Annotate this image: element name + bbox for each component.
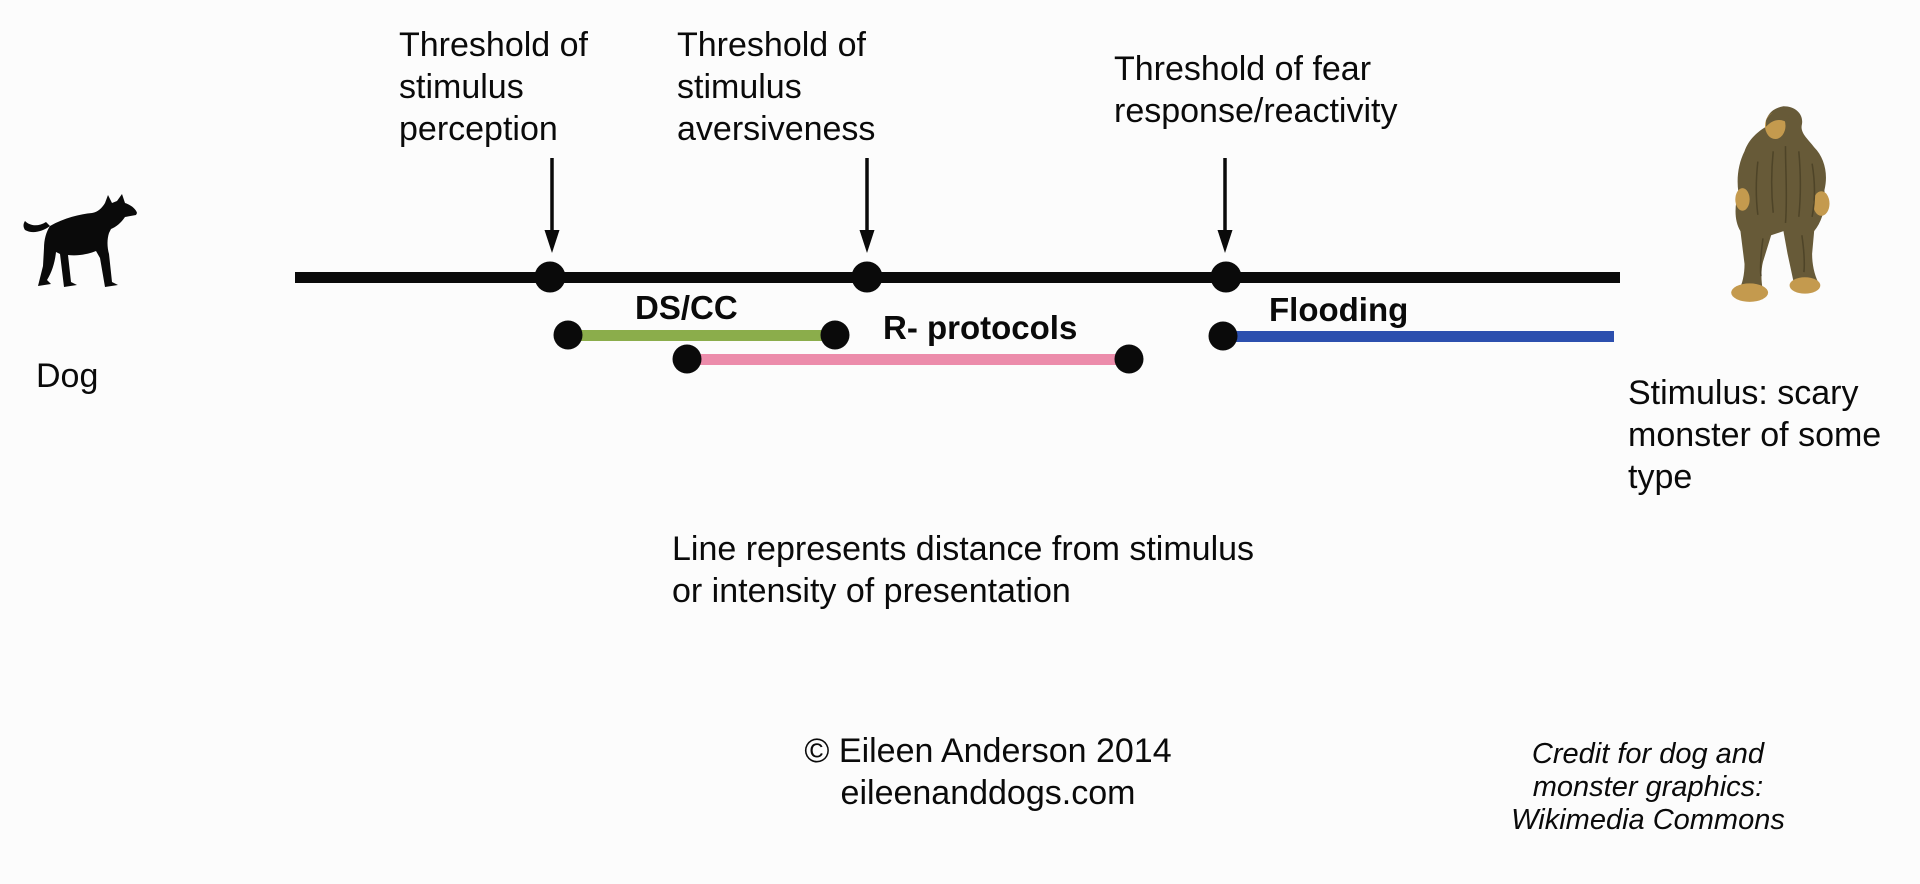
threshold-dot-fear-response: [1210, 261, 1242, 293]
dog-icon: [23, 194, 137, 287]
threshold-label-aversiveness: Threshold of stimulus aversiveness: [677, 24, 875, 150]
flooding-segment: [1223, 331, 1614, 342]
distance-line: [295, 272, 1620, 283]
rprotocols-segment: [687, 354, 1129, 365]
threshold-label-line: stimulus: [677, 68, 802, 106]
stimulus-label-line: monster of some: [1628, 416, 1882, 454]
rprotocols-start-dot: [672, 344, 702, 374]
rprotocols-label: R- protocols: [883, 309, 1078, 346]
threshold-label-line: Threshold of: [399, 26, 588, 64]
threshold-label-line: Threshold of fear: [1114, 50, 1372, 88]
down-arrow-icon: [859, 158, 875, 253]
dscc-start-dot: [553, 320, 583, 350]
copyright: © Eileen Anderson 2014 eileenanddogs.com: [788, 730, 1188, 814]
threshold-label-line: stimulus: [399, 68, 524, 106]
copyright-line: eileenanddogs.com: [840, 774, 1136, 812]
threshold-label-line: response/reactivity: [1114, 92, 1398, 130]
distance-caption-line: or intensity of presentation: [672, 572, 1071, 610]
graphics-credit-line: Wikimedia Commons: [1511, 804, 1785, 836]
graphics-credit-line: Credit for dog and: [1531, 738, 1765, 770]
dog-label: Dog: [36, 357, 99, 395]
threshold-label-line: perception: [399, 110, 558, 148]
dscc-end-dot: [820, 320, 850, 350]
distance-caption: Line represents distance from stimulus o…: [672, 528, 1254, 612]
stimulus-label-line: Stimulus: scary: [1628, 374, 1859, 412]
threshold-label-line: aversiveness: [677, 110, 876, 148]
dscc-label: DS/CC: [635, 289, 738, 326]
dscc-segment: [568, 330, 835, 341]
graphics-credit: Credit for dog and monster graphics: Wik…: [1498, 738, 1798, 837]
copyright-line: © Eileen Anderson 2014: [804, 732, 1172, 770]
flooding-label: Flooding: [1269, 291, 1409, 328]
scary-monster-icon: [1731, 106, 1830, 302]
threshold-dot-aversiveness: [851, 261, 883, 293]
down-arrow-icon: [544, 158, 560, 253]
threshold-label-line: Threshold of: [677, 26, 866, 64]
stimulus-label-line: type: [1628, 458, 1693, 496]
graphics-credit-line: monster graphics:: [1532, 771, 1764, 803]
rprotocols-end-dot: [1114, 344, 1144, 374]
threshold-label-fear-response: Threshold of fear response/reactivity: [1114, 48, 1397, 132]
threshold-dot-perception: [534, 261, 566, 293]
distance-caption-line: Line represents distance from stimulus: [672, 530, 1255, 568]
down-arrow-icon: [1217, 158, 1233, 253]
threshold-label-perception: Threshold of stimulus perception: [399, 24, 588, 150]
flooding-start-dot: [1208, 321, 1238, 351]
stimulus-label: Stimulus: scary monster of some type: [1628, 372, 1881, 498]
